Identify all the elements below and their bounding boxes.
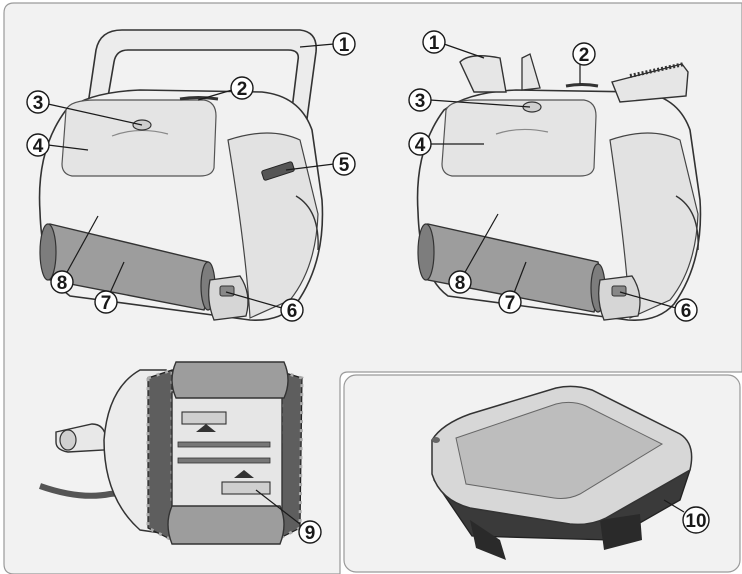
callouts-underside: 9 — [255, 489, 322, 544]
wheel-hub — [208, 275, 249, 321]
callout-10: 10 — [685, 511, 706, 532]
side-panel — [227, 132, 319, 319]
side-panel-2 — [609, 132, 699, 319]
filter-window-2 — [441, 99, 597, 177]
plug-end — [59, 429, 77, 451]
callout-r4: 4 — [415, 135, 426, 156]
callout-4: 4 — [33, 136, 44, 157]
intake-slot-3 — [177, 457, 271, 464]
accessory-unit — [431, 385, 693, 560]
intake-slot-1 — [181, 411, 227, 425]
top-slot — [179, 96, 219, 101]
latch-bottom — [234, 470, 254, 478]
rear-wheel-arc — [295, 195, 319, 251]
accessory-foot-left — [470, 520, 506, 560]
handle-stub-left — [459, 55, 507, 93]
callout-9: 9 — [305, 523, 316, 544]
callout-r2: 2 — [579, 45, 590, 66]
callout-6: 6 — [287, 301, 298, 322]
intake-slot-4 — [221, 481, 271, 495]
track-left — [147, 369, 173, 541]
callouts-front-left: 1 2 3 4 5 6 7 8 — [26, 32, 356, 322]
callout-7: 7 — [101, 293, 112, 314]
callout-r1: 1 — [429, 33, 440, 54]
rear-wheel-arc-2 — [675, 195, 699, 251]
intake-slot-2 — [177, 441, 271, 448]
callouts-front-right: 1 2 3 4 6 7 8 — [408, 30, 698, 322]
callout-r7: 7 — [505, 293, 516, 314]
wheel-hub-2 — [598, 275, 641, 321]
filter-window — [61, 99, 217, 177]
top-slot-2 — [565, 83, 599, 88]
callout-r6: 6 — [681, 301, 692, 322]
accessory-hole — [432, 437, 440, 443]
callout-r3: 3 — [415, 91, 426, 112]
hub-clip-2 — [611, 285, 627, 297]
roller-end-left-2 — [417, 223, 435, 281]
callout-1: 1 — [339, 35, 350, 56]
window-detail-2 — [495, 128, 549, 135]
window-detail — [111, 129, 169, 137]
roller-end-left — [39, 223, 57, 281]
robot-underside — [39, 361, 304, 545]
power-cable — [39, 483, 131, 499]
cable-connector — [261, 161, 295, 181]
handle-grip — [629, 62, 685, 78]
robot-front-right — [416, 53, 702, 321]
callout-5: 5 — [339, 155, 350, 176]
callout-3: 3 — [33, 93, 44, 114]
underside-roller-top — [171, 361, 289, 399]
underside-roller-bottom — [167, 505, 285, 545]
hub-clip — [219, 285, 235, 297]
handle-stub-mid — [521, 53, 541, 91]
track-left-treads — [146, 367, 174, 543]
accessory-foot-right — [600, 514, 642, 550]
callout-2: 2 — [237, 79, 248, 100]
accessory-lid-top — [455, 401, 664, 499]
robot-front-left — [38, 29, 324, 321]
callout-8: 8 — [57, 273, 68, 294]
latch-top — [196, 424, 216, 432]
callout-r8: 8 — [455, 273, 466, 294]
callouts-accessory: 10 — [663, 499, 710, 534]
